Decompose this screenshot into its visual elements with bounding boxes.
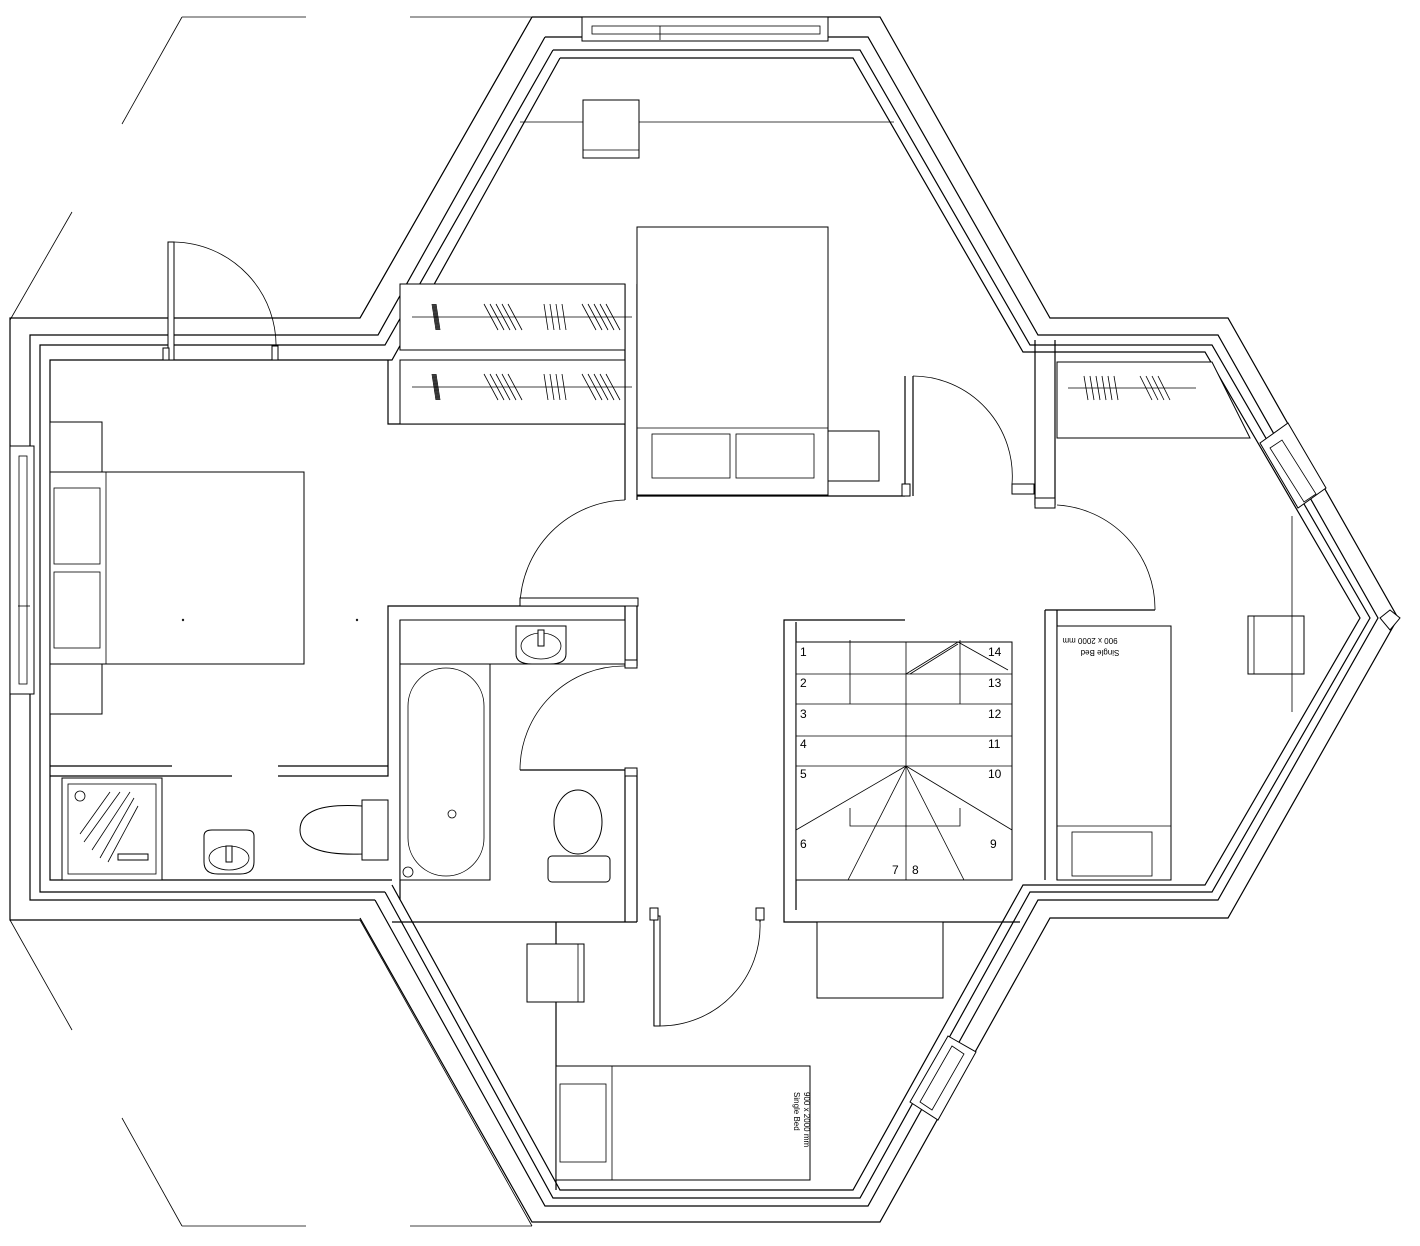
doors (162, 241, 1156, 1027)
stair-step-number: 5 (800, 767, 807, 781)
bed-label-right: Single Bed (1081, 648, 1120, 657)
stair-step-number: 14 (988, 645, 1002, 659)
stair-step-number: 8 (912, 863, 919, 877)
ensuite (61, 777, 389, 881)
bed-size-bottom: 900 x 2000 mm (802, 1092, 811, 1147)
right-bedroom: Single Bed 900 x 2000 mm (1056, 516, 1305, 881)
stair-step-number: 9 (990, 837, 997, 851)
window-right-upper (1259, 422, 1327, 509)
bedside-table (1247, 615, 1305, 675)
bathroom (399, 619, 626, 883)
bed-size-right: 900 x 2000 mm (1062, 636, 1117, 645)
wardrobe-upper-left (399, 283, 632, 425)
window-top (581, 16, 829, 42)
single-bed (1056, 625, 1172, 881)
toilet (361, 799, 389, 861)
bedside-table (49, 421, 103, 473)
shower-tray (61, 777, 163, 881)
stair-step-number: 4 (800, 737, 807, 751)
stair-step-number: 11 (988, 737, 1001, 751)
bedside-table (526, 943, 585, 1003)
bedside-table (582, 99, 640, 159)
double-bed (636, 226, 829, 496)
desk (816, 921, 944, 999)
toilet (547, 855, 611, 883)
window-left (9, 445, 35, 695)
external-walls (9, 16, 1399, 1223)
master-bedroom (49, 421, 359, 715)
bathtub (399, 663, 491, 881)
single-bed (555, 1065, 811, 1181)
bedside-table (49, 663, 103, 715)
bedside-table (827, 430, 880, 482)
roof-vent (1379, 609, 1401, 631)
double-bed (49, 471, 305, 665)
stair-step-number: 3 (800, 707, 807, 721)
stair-step-number: 6 (800, 837, 807, 851)
stair-step-number: 10 (988, 767, 1002, 781)
bed-label-bottom: Single Bed (792, 1092, 801, 1131)
bottom-room: Single Bed 900 x 2000 mm (526, 921, 944, 1181)
stair-step-number: 2 (800, 676, 807, 690)
stair-step-number: 1 (800, 645, 807, 659)
top-room (520, 99, 894, 496)
wardrobe-right (1056, 361, 1251, 439)
stair-step-number: 13 (988, 676, 1002, 690)
stair-step-number: 12 (988, 707, 1002, 721)
window-right-lower (909, 1035, 977, 1121)
stair-step-number: 7 (892, 863, 899, 877)
